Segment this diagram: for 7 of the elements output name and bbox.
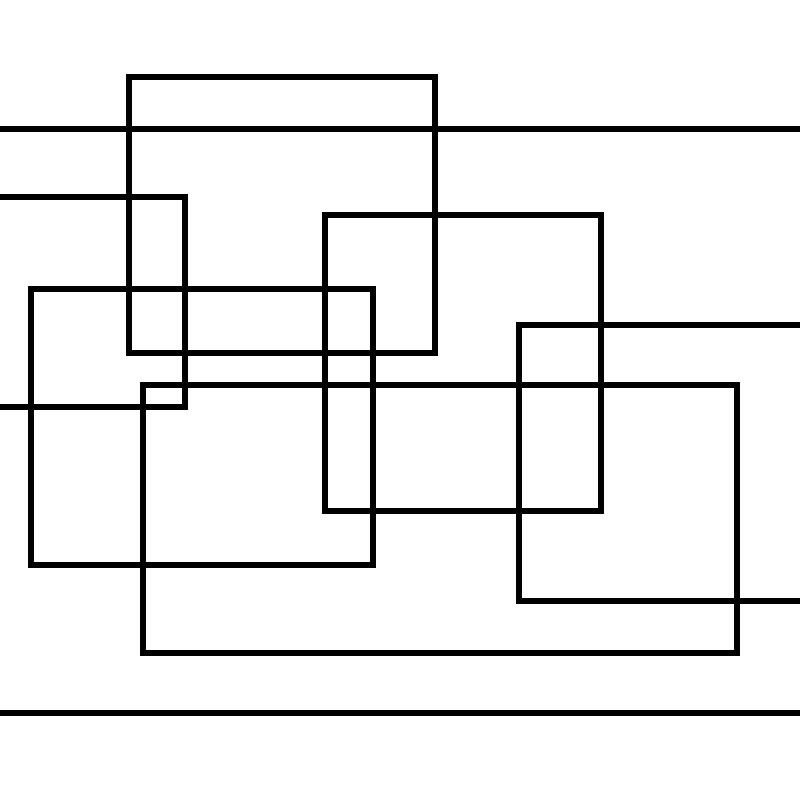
box-outline	[140, 382, 740, 656]
box-outline	[516, 322, 800, 604]
box-outline	[126, 74, 438, 356]
box-outline	[0, 194, 188, 410]
box-outline	[322, 212, 604, 514]
box-outline	[0, 126, 800, 716]
box-outline	[28, 286, 376, 568]
